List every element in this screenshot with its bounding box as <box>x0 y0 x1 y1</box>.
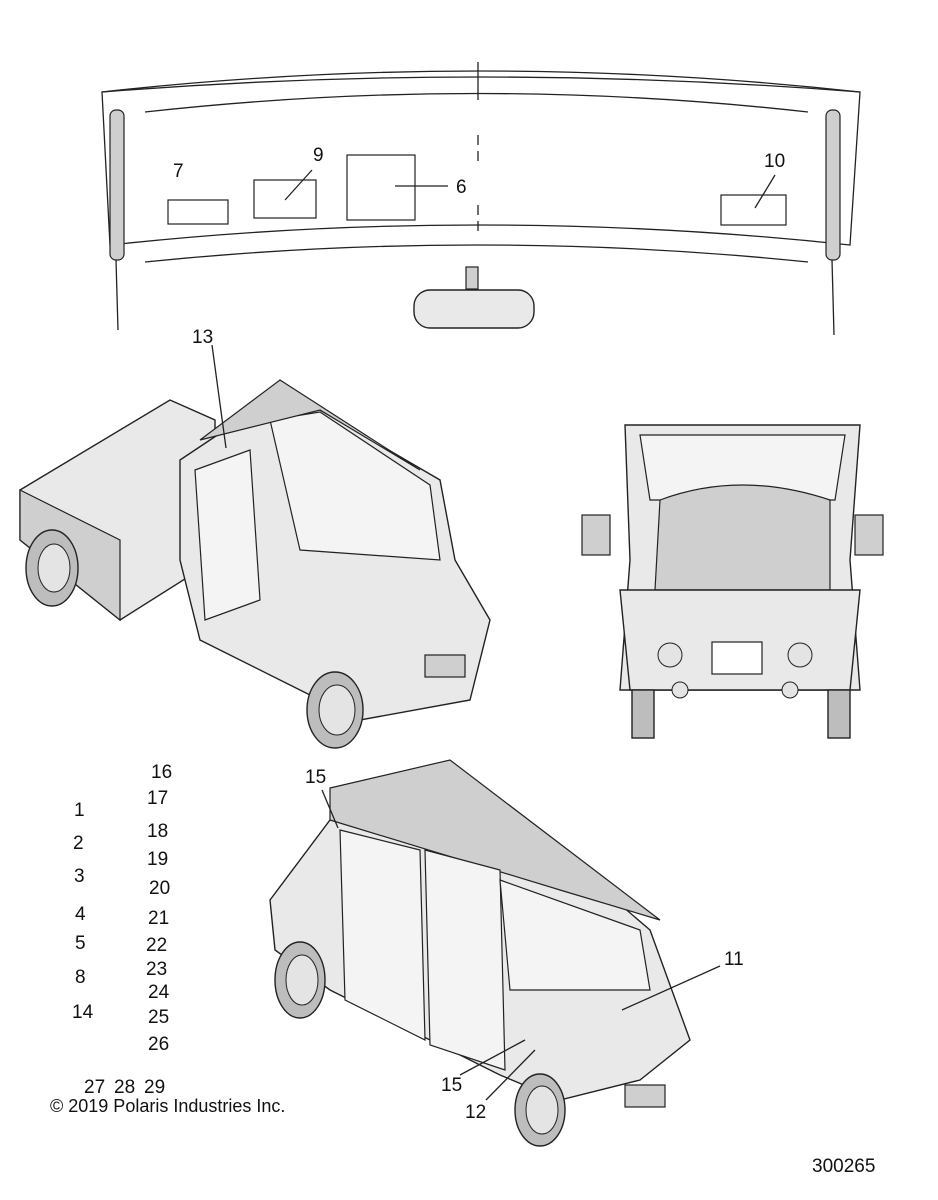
callout-15-bottom: 15 <box>441 1075 462 1096</box>
decal-7 <box>167 199 229 225</box>
part-number: 19 <box>147 849 168 870</box>
part-number: 27 <box>84 1077 105 1098</box>
part-number: 22 <box>146 935 167 956</box>
decal-9 <box>253 179 317 219</box>
part-number: 26 <box>148 1034 169 1055</box>
part-number: 2 <box>73 833 84 854</box>
part-number: 18 <box>147 821 168 842</box>
part-number: 4 <box>75 904 86 925</box>
part-number: 29 <box>144 1077 165 1098</box>
decal-6 <box>346 154 416 221</box>
right-hinge-strap <box>825 109 841 336</box>
part-number: 24 <box>148 982 170 1003</box>
parts-list-column-2: 16 17 18 19 20 21 22 23 24 25 26 <box>146 762 172 1055</box>
part-number: 20 <box>149 878 170 899</box>
part-number: 3 <box>74 866 85 887</box>
roof-headliner-panel <box>101 62 861 336</box>
part-number: 5 <box>75 933 86 954</box>
callout-13: 13 <box>192 327 213 348</box>
parts-list-column-1: 1 2 3 4 5 8 14 <box>72 800 94 1023</box>
callout-15-top: 15 <box>305 767 326 788</box>
callout-11: 11 <box>724 949 744 970</box>
callout-7: 7 <box>173 161 184 182</box>
callout-12: 12 <box>465 1102 486 1123</box>
part-number: 16 <box>151 762 172 783</box>
parts-list-bottom-row: 27 28 29 <box>84 1077 165 1098</box>
diagram-number: 300265 <box>812 1156 875 1177</box>
vehicle-four-door-view <box>269 759 721 1147</box>
decal-10 <box>720 194 787 226</box>
part-number: 8 <box>75 967 86 988</box>
part-number: 28 <box>114 1077 135 1098</box>
part-number: 14 <box>72 1002 94 1023</box>
left-hinge-strap <box>109 109 125 331</box>
part-number: 1 <box>74 800 85 821</box>
rearview-mirror <box>413 266 535 329</box>
part-number: 25 <box>148 1007 169 1028</box>
part-number: 17 <box>147 788 168 809</box>
vehicle-flatbed-view <box>19 344 491 749</box>
vehicle-rear-view <box>581 424 884 739</box>
callout-6: 6 <box>456 177 467 198</box>
part-number: 23 <box>146 959 167 980</box>
copyright-notice: © 2019 Polaris Industries Inc. <box>50 1096 285 1116</box>
callout-9: 9 <box>313 145 324 166</box>
callout-10: 10 <box>764 151 785 172</box>
part-number: 21 <box>148 908 169 929</box>
